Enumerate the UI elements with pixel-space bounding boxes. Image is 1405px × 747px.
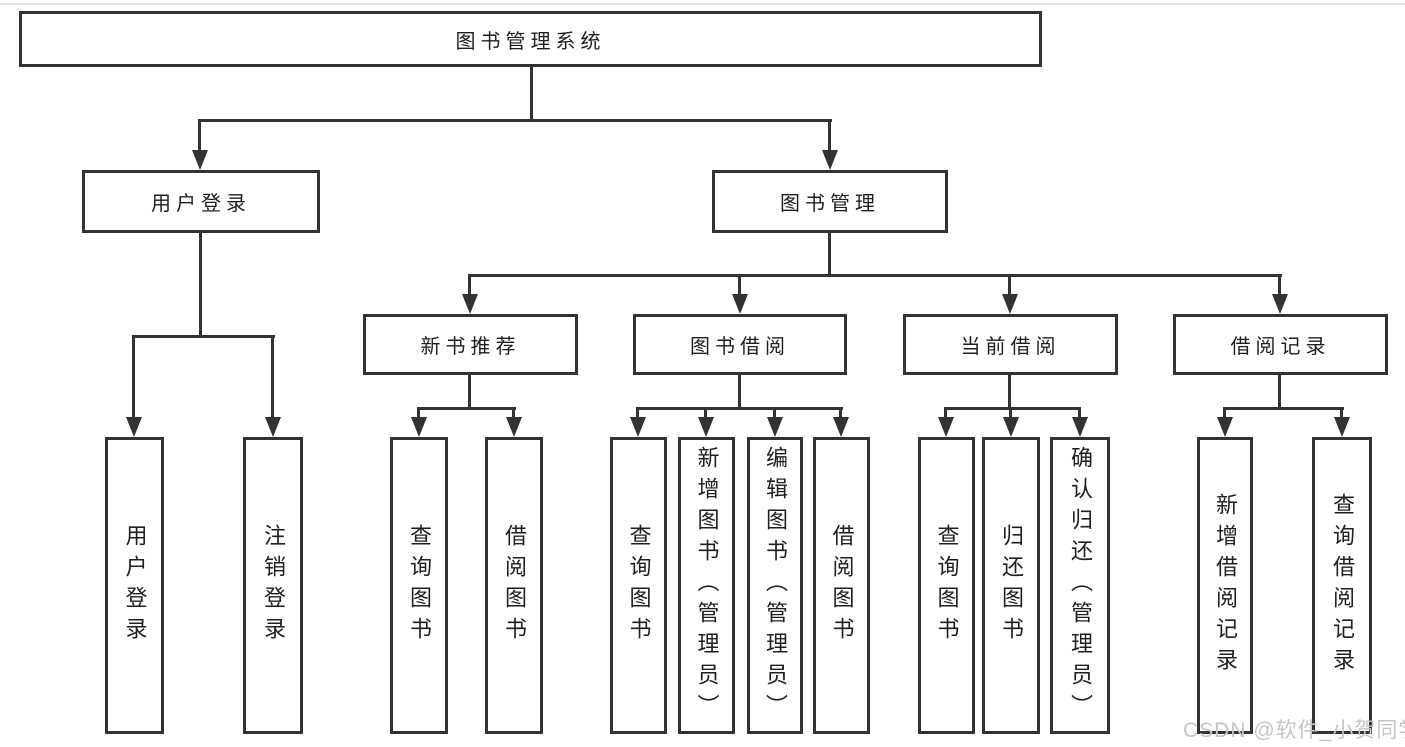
leaf-return-books: 归还图书	[982, 437, 1040, 734]
arrowhead-down	[732, 294, 748, 314]
leaf-query-borrow-record: 查询借阅记录	[1312, 437, 1372, 734]
node-label: 新书推荐	[420, 336, 521, 358]
connector-line	[198, 119, 201, 152]
arrowhead-down	[822, 150, 838, 170]
node-label: 借阅记录	[1230, 336, 1331, 358]
connector-line	[945, 407, 1081, 410]
connector-line	[944, 407, 947, 421]
arrowhead-down	[506, 417, 522, 437]
connector-line	[468, 375, 471, 409]
arrowhead-down	[411, 417, 427, 437]
node-current-borrowing: 当前借阅	[903, 314, 1118, 375]
connector-line	[828, 119, 831, 152]
node-label: 新增借阅记录	[1213, 492, 1238, 679]
connector-line	[1278, 375, 1281, 409]
leaf-edit-books-admin: 编辑图书（管理员）	[747, 437, 803, 734]
node-new-book-recommendation: 新书推荐	[363, 314, 578, 375]
arrowhead-down	[1217, 417, 1233, 437]
connector-line	[199, 119, 832, 122]
connector-line	[839, 407, 842, 421]
node-label: 当前借阅	[960, 336, 1061, 358]
node-label: 图书管理	[780, 193, 880, 215]
connector-line	[704, 407, 707, 421]
node-user-login: 用户登录	[82, 170, 320, 233]
arrowhead-down	[265, 417, 281, 437]
arrowhead-down	[462, 294, 478, 314]
node-label: 查询图书	[626, 523, 652, 648]
node-label: 用户登录	[122, 523, 148, 648]
connector-line	[1008, 274, 1011, 296]
leaf-user-login: 用户登录	[105, 437, 164, 734]
connector-line	[199, 233, 202, 337]
arrowhead-down	[938, 417, 954, 437]
node-label: 借阅图书	[829, 523, 855, 648]
arrowhead-down	[767, 417, 783, 437]
connector-line	[636, 407, 639, 421]
leaf-logout: 注销登录	[243, 437, 303, 734]
node-borrowing-records: 借阅记录	[1173, 314, 1388, 375]
node-book-management: 图书管理	[712, 170, 948, 233]
connector-line	[1008, 375, 1011, 409]
node-label: 编辑图书（管理员）	[763, 446, 788, 725]
leaf-confirm-return-admin: 确认归还（管理员）	[1050, 437, 1110, 734]
node-label: 查询图书	[407, 523, 432, 648]
connector-line	[1278, 274, 1281, 296]
node-label: 用户登录	[151, 193, 251, 215]
node-label: 注销登录	[261, 523, 286, 648]
arrowhead-down	[1272, 294, 1288, 314]
csdn-watermark: CSDN @软件_小贺同学	[1183, 719, 1405, 742]
connector-line	[1340, 407, 1343, 421]
connector-line	[512, 407, 515, 421]
leaf-add-books-admin: 新增图书（管理员）	[678, 437, 735, 734]
connector-line	[1078, 407, 1081, 421]
connector-line	[417, 407, 420, 421]
node-label: 图书管理系统	[455, 30, 606, 53]
node-label: 图书借阅	[690, 336, 790, 358]
connector-line	[1223, 407, 1226, 421]
arrowhead-down	[833, 417, 849, 437]
node-label: 归还图书	[999, 523, 1024, 648]
leaf-query-books-current: 查询图书	[918, 437, 975, 734]
connector-line	[738, 375, 741, 409]
connector-line	[828, 233, 831, 276]
node-label: 查询借阅记录	[1330, 492, 1355, 679]
arrowhead-down	[698, 417, 714, 437]
top-divider	[0, 3, 1405, 5]
connector-line	[468, 274, 471, 296]
arrowhead-down	[630, 417, 646, 437]
node-label: 借阅图书	[502, 523, 527, 648]
arrowhead-down	[192, 150, 208, 170]
connector-line	[773, 407, 776, 421]
leaf-query-books-borrow: 查询图书	[610, 437, 667, 734]
node-label: 查询图书	[934, 523, 960, 648]
connector-line	[469, 274, 1282, 277]
leaf-borrow-books: 借阅图书	[813, 437, 870, 734]
arrowhead-down	[1002, 294, 1018, 314]
leaf-add-borrow-record: 新增借阅记录	[1197, 437, 1253, 734]
arrowhead-down	[1334, 417, 1350, 437]
node-label: 确认归还（管理员）	[1068, 446, 1093, 725]
node-book-borrowing: 图书借阅	[633, 314, 847, 375]
arrowhead-down	[1003, 417, 1019, 437]
connector-line	[1224, 407, 1344, 410]
connector-line	[418, 407, 516, 410]
node-label: 新增图书（管理员）	[694, 446, 720, 725]
arrowhead-down	[1072, 417, 1088, 437]
connector-line	[132, 335, 135, 419]
connector-line	[738, 274, 741, 296]
connector-line	[637, 407, 843, 410]
connector-line	[1009, 407, 1012, 421]
node-library-management-system: 图书管理系统	[19, 11, 1042, 67]
connector-line	[271, 335, 274, 419]
leaf-query-books-recommend: 查询图书	[390, 437, 448, 734]
arrowhead-down	[126, 417, 142, 437]
leaf-borrow-books-recommend: 借阅图书	[485, 437, 543, 734]
connector-line	[133, 335, 275, 338]
connector-line	[530, 67, 533, 121]
